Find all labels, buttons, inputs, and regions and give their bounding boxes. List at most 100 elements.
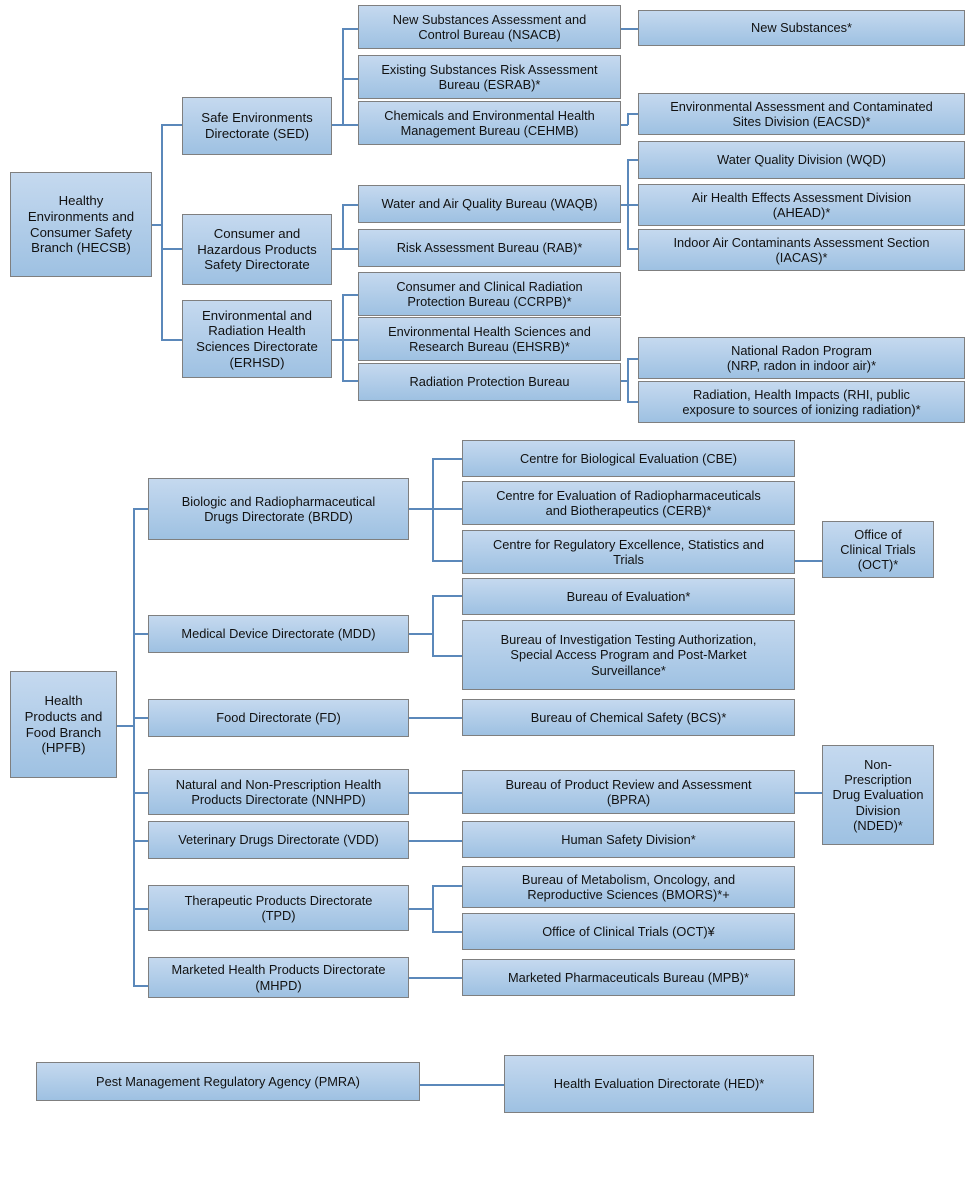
connector-hpfb-mhpd: [133, 985, 149, 987]
node-label: Centre for Biological Evaluation (CBE): [520, 450, 737, 466]
node-eacsd-division[interactable]: Environmental Assessment and Contaminate…: [638, 93, 965, 135]
node-label: Consumer and Clinical Radiation Protecti…: [396, 278, 583, 309]
node-iacas-division[interactable]: Indoor Air Contaminants Assessment Secti…: [638, 229, 965, 271]
node-label: Medical Device Directorate (MDD): [181, 626, 376, 642]
connector-sed-esrab: [342, 78, 358, 80]
node-waqb-bureau[interactable]: Water and Air Quality Bureau (WAQB): [358, 185, 621, 223]
node-label: Healthy Environments and Consumer Safety…: [27, 193, 135, 256]
connector-hpfb-vdd: [133, 840, 149, 842]
node-label: Water Quality Division (WQD): [717, 152, 886, 168]
node-rhi-division[interactable]: Radiation, Health Impacts (RHI, public e…: [638, 381, 965, 423]
connector-hpfb-spine: [133, 508, 135, 985]
node-nded-division[interactable]: Non- Prescription Drug Evaluation Divisi…: [822, 745, 934, 845]
connector-crest-oct: [795, 560, 823, 562]
node-oct-bureau[interactable]: Office of Clinical Trials (OCT)¥: [462, 913, 795, 950]
connector-hpfb-fd: [133, 717, 149, 719]
connector-rpb-rhi: [627, 401, 639, 403]
node-ehsrb-bureau[interactable]: Environmental Health Sciences and Resear…: [358, 317, 621, 361]
node-oct-division[interactable]: Office of Clinical Trials (OCT)*: [822, 521, 934, 578]
node-pmra-agency[interactable]: Pest Management Regulatory Agency (PMRA): [36, 1062, 420, 1101]
node-label: National Radon Program (NRP, radon in in…: [726, 342, 877, 373]
connector-sed-spine: [342, 28, 344, 124]
node-bcs-bureau[interactable]: Bureau of Chemical Safety (BCS)*: [462, 699, 795, 736]
connector-sed-stub: [331, 124, 343, 126]
node-bita-bureau[interactable]: Bureau of Investigation Testing Authoriz…: [462, 620, 795, 690]
node-bpra-bureau[interactable]: Bureau of Product Review and Assessment …: [462, 770, 795, 814]
connector-tpd-spine: [432, 885, 434, 932]
node-esrab-bureau[interactable]: Existing Substances Risk Assessment Bure…: [358, 55, 621, 99]
node-vdd-directorate[interactable]: Veterinary Drugs Directorate (VDD): [148, 821, 409, 859]
connector-mdd-spine: [432, 595, 434, 655]
connector-sed-nsacb: [342, 28, 358, 30]
connector-hecsb-stub: [151, 224, 162, 226]
node-wqd-division[interactable]: Water Quality Division (WQD): [638, 141, 965, 179]
node-bureau-of-evaluation[interactable]: Bureau of Evaluation*: [462, 578, 795, 615]
node-ahead-division[interactable]: Air Health Effects Assessment Division (…: [638, 184, 965, 226]
node-label: Environmental Assessment and Contaminate…: [670, 98, 933, 129]
connector-pmra-hed: [420, 1084, 505, 1086]
connector-hecsb-chpsd: [161, 248, 182, 250]
node-cerb-bureau[interactable]: Centre for Evaluation of Radiopharmaceut…: [462, 481, 795, 525]
node-crest-bureau[interactable]: Centre for Regulatory Excellence, Statis…: [462, 530, 795, 574]
connector-cehmb-eacsd: [627, 113, 639, 115]
connector-mdd-bita: [432, 655, 462, 657]
connector-hecsb-spine: [161, 124, 163, 340]
node-hsd-bureau[interactable]: Human Safety Division*: [462, 821, 795, 858]
node-label: Centre for Evaluation of Radiopharmaceut…: [496, 487, 761, 518]
node-hecsb-branch[interactable]: Healthy Environments and Consumer Safety…: [10, 172, 152, 277]
node-sed-directorate[interactable]: Safe Environments Directorate (SED): [182, 97, 332, 155]
node-label: Health Products and Food Branch (HPFB): [24, 693, 103, 756]
connector-hpfb-brdd: [133, 508, 149, 510]
node-label: Therapeutic Products Directorate (TPD): [184, 892, 373, 923]
node-mdd-directorate[interactable]: Medical Device Directorate (MDD): [148, 615, 409, 653]
node-ccrpb-bureau[interactable]: Consumer and Clinical Radiation Protecti…: [358, 272, 621, 316]
node-label: Non- Prescription Drug Evaluation Divisi…: [832, 757, 924, 833]
node-label: Water and Air Quality Bureau (WAQB): [381, 196, 598, 212]
connector-hpfb-mdd: [133, 633, 149, 635]
node-chpsd-directorate[interactable]: Consumer and Hazardous Products Safety D…: [182, 214, 332, 285]
node-fd-directorate[interactable]: Food Directorate (FD): [148, 699, 409, 737]
node-label: Air Health Effects Assessment Division (…: [691, 189, 912, 220]
node-label: Human Safety Division*: [561, 831, 696, 847]
node-tpd-directorate[interactable]: Therapeutic Products Directorate (TPD): [148, 885, 409, 931]
node-label: Radiation Protection Bureau: [409, 374, 570, 390]
connector-mdd-stub: [409, 633, 432, 635]
node-cehmb-bureau[interactable]: Chemicals and Environmental Health Manag…: [358, 101, 621, 145]
node-bmors-bureau[interactable]: Bureau of Metabolism, Oncology, and Repr…: [462, 866, 795, 908]
connector-waqb-iacas: [627, 248, 639, 250]
connector-brdd-cerb: [432, 508, 462, 510]
node-label: Health Evaluation Directorate (HED)*: [553, 1076, 765, 1092]
node-rpb-bureau[interactable]: Radiation Protection Bureau: [358, 363, 621, 401]
connector-mhpd-mpb: [409, 977, 462, 979]
node-label: New Substances Assessment and Control Bu…: [392, 11, 587, 42]
node-brdd-directorate[interactable]: Biologic and Radiopharmaceutical Drugs D…: [148, 478, 409, 540]
node-erhsd-directorate[interactable]: Environmental and Radiation Health Scien…: [182, 300, 332, 378]
node-label: Bureau of Evaluation*: [566, 588, 691, 604]
node-mhpd-directorate[interactable]: Marketed Health Products Directorate (MH…: [148, 957, 409, 998]
node-label: Biologic and Radiopharmaceutical Drugs D…: [181, 493, 376, 524]
node-label: Bureau of Product Review and Assessment …: [505, 776, 752, 807]
connector-nsacb-newsub: [620, 28, 638, 30]
node-hpfb-branch[interactable]: Health Products and Food Branch (HPFB): [10, 671, 117, 778]
node-cbe-bureau[interactable]: Centre for Biological Evaluation (CBE): [462, 440, 795, 477]
node-nnhpd-directorate[interactable]: Natural and Non-Prescription Health Prod…: [148, 769, 409, 815]
connector-hpfb-nnhpd: [133, 792, 149, 794]
node-label: Risk Assessment Bureau (RAB)*: [396, 240, 583, 256]
node-rab-bureau[interactable]: Risk Assessment Bureau (RAB)*: [358, 229, 621, 267]
connector-fd-bcs: [409, 717, 462, 719]
connector-erhsd-stub: [331, 339, 343, 341]
connector-mdd-boe: [432, 595, 462, 597]
connector-rpb-stub: [620, 380, 628, 382]
node-label: Centre for Regulatory Excellence, Statis…: [493, 536, 764, 567]
node-mpb-bureau[interactable]: Marketed Pharmaceuticals Bureau (MPB)*: [462, 959, 795, 996]
connector-chpsd-spine: [342, 204, 344, 248]
node-hed-directorate[interactable]: Health Evaluation Directorate (HED)*: [504, 1055, 814, 1113]
connector-chpsd-stub: [331, 248, 343, 250]
node-label: Existing Substances Risk Assessment Bure…: [381, 61, 598, 92]
node-nsacb-bureau[interactable]: New Substances Assessment and Control Bu…: [358, 5, 621, 49]
node-nrp-division[interactable]: National Radon Program (NRP, radon in in…: [638, 337, 965, 379]
node-label: Marketed Pharmaceuticals Bureau (MPB)*: [507, 969, 750, 985]
connector-erhsd-rpb: [342, 380, 358, 382]
node-new-substances-division[interactable]: New Substances*: [638, 10, 965, 46]
